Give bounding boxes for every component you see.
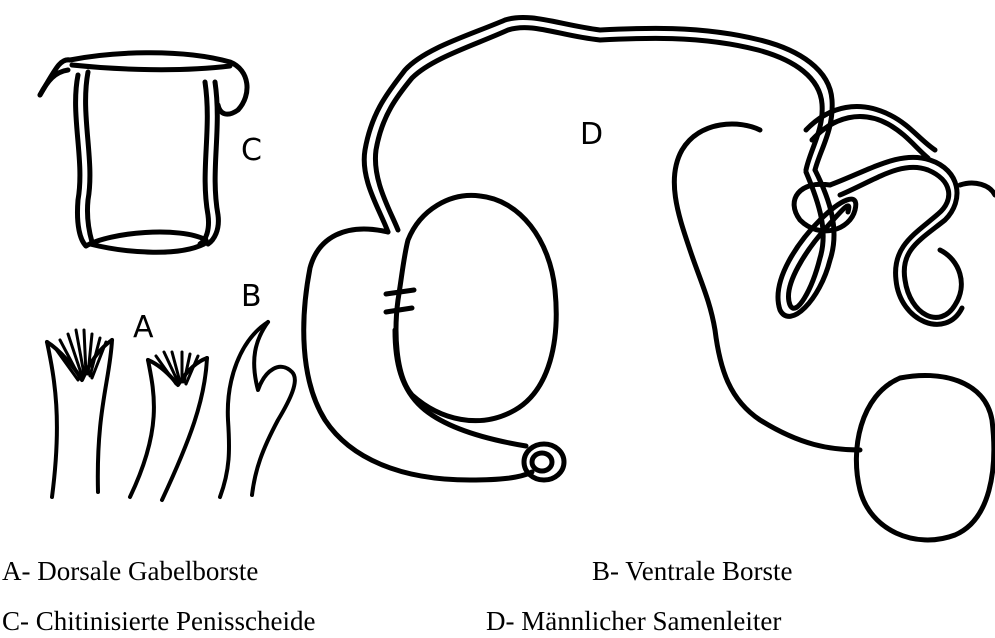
label-d: D [580,117,603,152]
illustration: C A B [0,0,995,545]
vas-deferens-drawing [304,17,995,540]
label-a: A [133,310,154,345]
legend-b: B- Ventrale Borste [592,558,792,585]
dorsal-seta-right [130,352,207,500]
dorsal-seta-left [47,330,112,497]
ventral-seta-drawing [220,322,295,497]
legend-a: A- Dorsale Gabelborste [2,558,258,585]
label-b: B [241,279,262,314]
legend-d: D- Männlicher Samenleiter [486,608,781,635]
label-c: C [241,133,262,168]
legend-c: C- Chitinisierte Penisscheide [2,608,315,635]
penis-sheath-drawing [40,53,247,253]
